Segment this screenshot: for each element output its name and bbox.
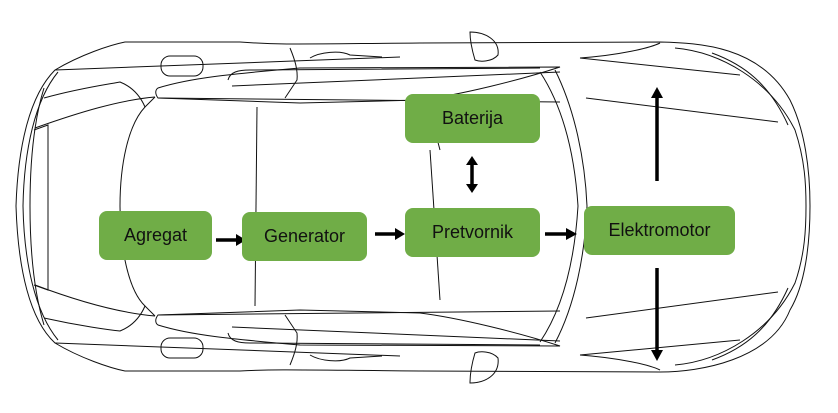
node-agregat-label: Agregat — [123, 225, 188, 245]
node-elektromotor: Elektromotor — [584, 206, 735, 255]
node-pretvornik: Pretvornik — [405, 208, 540, 257]
node-pretvornik-label: Pretvornik — [431, 222, 514, 242]
node-baterija-label: Baterija — [441, 108, 504, 128]
node-agregat: Agregat — [99, 211, 212, 260]
node-baterija: Baterija — [405, 94, 540, 143]
node-elektromotor-label: Elektromotor — [608, 220, 711, 240]
node-generator-label: Generator — [263, 226, 346, 246]
node-generator: Generator — [242, 212, 367, 261]
car-body-outline — [15, 41, 811, 373]
